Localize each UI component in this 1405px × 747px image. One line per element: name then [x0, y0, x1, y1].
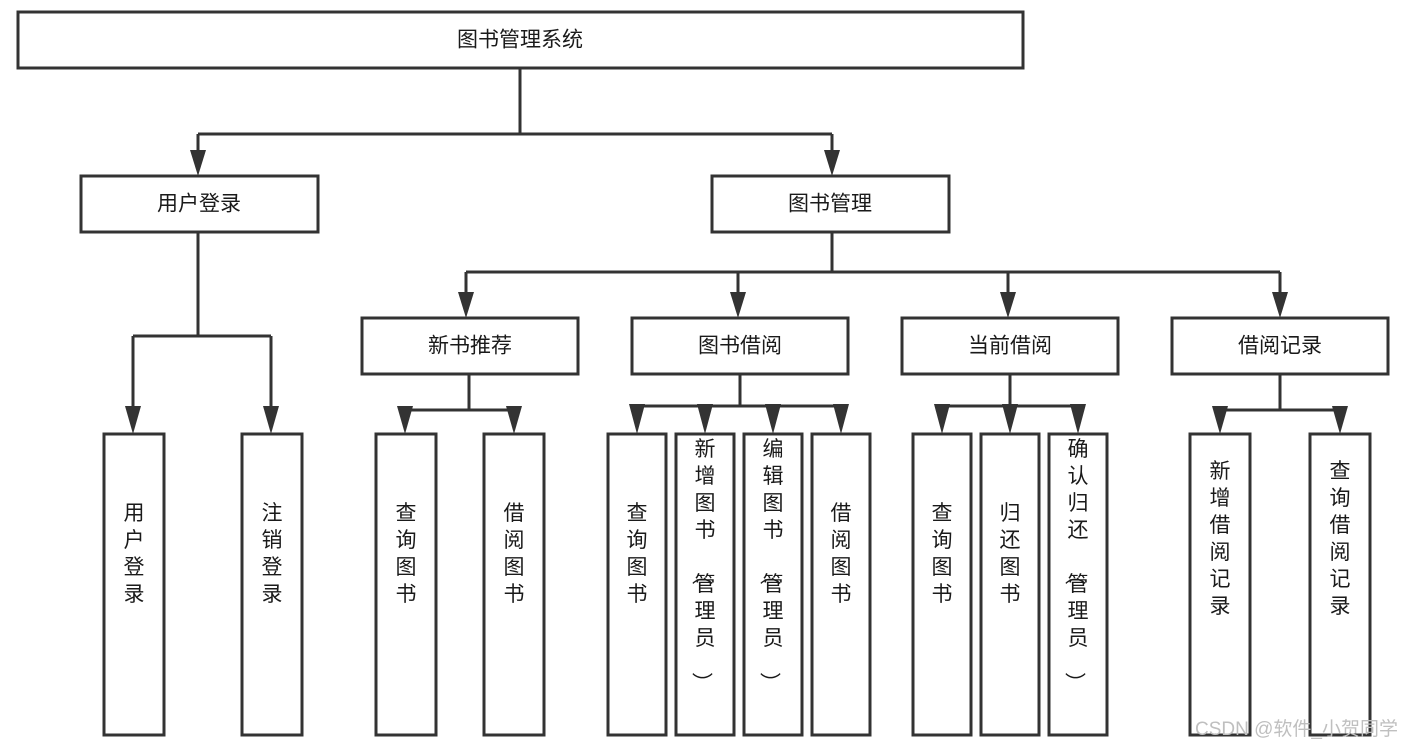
- arrow-root-to-login: [190, 150, 206, 176]
- node-user-login-label: 用户登录: [157, 193, 241, 216]
- node-leaf-borrow-book-1[interactable]: 借阅图书: [482, 432, 546, 737]
- node-leaf-query-book-1-box[interactable]: [374, 432, 438, 737]
- node-leaf-query-book-3[interactable]: 查询图书: [911, 432, 973, 737]
- node-leaf-add-book-label: 新增图书（管理员）: [690, 438, 716, 693]
- arrow-borrow-leaf2: [697, 404, 713, 434]
- node-book-borrow[interactable]: 图书借阅: [630, 316, 850, 376]
- node-leaf-edit-book[interactable]: 编辑图书（管理员）: [742, 432, 804, 737]
- node-leaf-query-book-1[interactable]: 查询图书: [374, 432, 438, 737]
- node-borrow-record-label: 借阅记录: [1238, 335, 1322, 358]
- node-book-management[interactable]: 图书管理: [710, 174, 951, 234]
- arrow-record-leaf2: [1332, 406, 1348, 434]
- node-book-borrow-box[interactable]: [630, 316, 850, 376]
- node-borrow-record[interactable]: 借阅记录: [1170, 316, 1390, 376]
- arrow-bookmgmt-c1: [458, 292, 474, 318]
- node-user-login-box[interactable]: [79, 174, 320, 234]
- arrow-bookmgmt-c3: [1000, 292, 1016, 318]
- csdn-watermark: CSDN @软件_小贺同学: [1195, 718, 1398, 740]
- node-borrow-record-box[interactable]: [1170, 316, 1390, 376]
- node-new-book-recommend-label: 新书推荐: [428, 335, 512, 358]
- node-leaf-add-book-box[interactable]: [674, 432, 736, 737]
- node-leaf-return-book-label: 归还图书: [1000, 502, 1021, 606]
- node-leaf-confirm-return-box[interactable]: [1047, 432, 1109, 737]
- node-root-box[interactable]: [16, 10, 1025, 70]
- node-leaf-query-book-1-label: 查询图书: [396, 502, 417, 606]
- node-current-borrow[interactable]: 当前借阅: [900, 316, 1120, 376]
- node-leaf-query-book-2[interactable]: 查询图书: [606, 432, 668, 737]
- node-leaf-borrow-book-1-box[interactable]: [482, 432, 546, 737]
- node-leaf-user-login-box[interactable]: [102, 432, 166, 737]
- node-user-login[interactable]: 用户登录: [79, 174, 320, 234]
- node-leaf-confirm-return-label: 确认归还（管理员）: [1063, 438, 1089, 693]
- node-leaf-query-record-label: 查询借阅记录: [1330, 460, 1351, 618]
- node-leaf-user-login-label: 用户登录: [124, 502, 145, 606]
- arrow-current-leaf2: [1002, 404, 1018, 434]
- node-book-management-label: 图书管理: [788, 193, 872, 216]
- arrow-login-leaf1: [125, 406, 141, 434]
- arrow-newbook-leaf2: [506, 406, 522, 434]
- arrow-borrow-leaf3: [765, 404, 781, 434]
- node-leaf-query-book-3-box[interactable]: [911, 432, 973, 737]
- node-leaf-logout[interactable]: 注销登录: [240, 432, 304, 737]
- arrow-record-leaf1: [1212, 406, 1228, 434]
- node-leaf-borrow-book-2-box[interactable]: [810, 432, 872, 737]
- node-leaf-add-record-box[interactable]: [1188, 432, 1252, 737]
- node-leaf-borrow-book-2[interactable]: 借阅图书: [810, 432, 872, 737]
- node-leaf-query-record-box[interactable]: [1308, 432, 1372, 737]
- node-leaf-borrow-book-1-label: 借阅图书: [504, 502, 525, 606]
- node-current-borrow-box[interactable]: [900, 316, 1120, 376]
- node-root[interactable]: 图书管理系统: [16, 10, 1025, 70]
- node-leaf-query-book-3-label: 查询图书: [932, 502, 953, 606]
- node-leaf-borrow-book-2-label: 借阅图书: [831, 502, 852, 606]
- node-leaf-query-record[interactable]: 查询借阅记录: [1308, 432, 1372, 737]
- arrow-bookmgmt-c4: [1272, 292, 1288, 318]
- node-leaf-query-book-2-box[interactable]: [606, 432, 668, 737]
- node-new-book-recommend[interactable]: 新书推荐: [360, 316, 580, 376]
- node-leaf-logout-label: 注销登录: [262, 502, 283, 606]
- arrow-newbook-leaf1: [397, 406, 413, 434]
- node-leaf-return-book-box[interactable]: [979, 432, 1041, 737]
- node-leaf-return-book[interactable]: 归还图书: [979, 432, 1041, 737]
- node-leaf-logout-box[interactable]: [240, 432, 304, 737]
- arrow-root-to-bookmgmt: [824, 150, 840, 176]
- node-leaf-add-book[interactable]: 新增图书（管理员）: [674, 432, 736, 737]
- node-book-management-box[interactable]: [710, 174, 951, 234]
- node-leaf-edit-book-box[interactable]: [742, 432, 804, 737]
- node-leaf-edit-book-label: 编辑图书（管理员）: [758, 438, 784, 693]
- node-new-book-recommend-box[interactable]: [360, 316, 580, 376]
- node-leaf-add-record-label: 新增借阅记录: [1210, 460, 1231, 618]
- arrow-login-leaf2: [263, 406, 279, 434]
- node-leaf-query-book-2-label: 查询图书: [627, 502, 648, 606]
- arrow-borrow-leaf4: [833, 404, 849, 434]
- arrow-current-leaf1: [934, 404, 950, 434]
- connector-layer: [125, 68, 1348, 434]
- node-leaf-add-record[interactable]: 新增借阅记录: [1188, 432, 1252, 737]
- node-current-borrow-label: 当前借阅: [968, 335, 1052, 358]
- arrow-borrow-leaf1: [629, 404, 645, 434]
- arrow-current-leaf3: [1070, 404, 1086, 434]
- arrow-bookmgmt-c2: [730, 292, 746, 318]
- node-root-label: 图书管理系统: [457, 29, 583, 52]
- node-leaf-user-login[interactable]: 用户登录: [102, 432, 166, 737]
- node-leaf-confirm-return[interactable]: 确认归还（管理员）: [1047, 432, 1109, 737]
- node-book-borrow-label: 图书借阅: [698, 335, 782, 358]
